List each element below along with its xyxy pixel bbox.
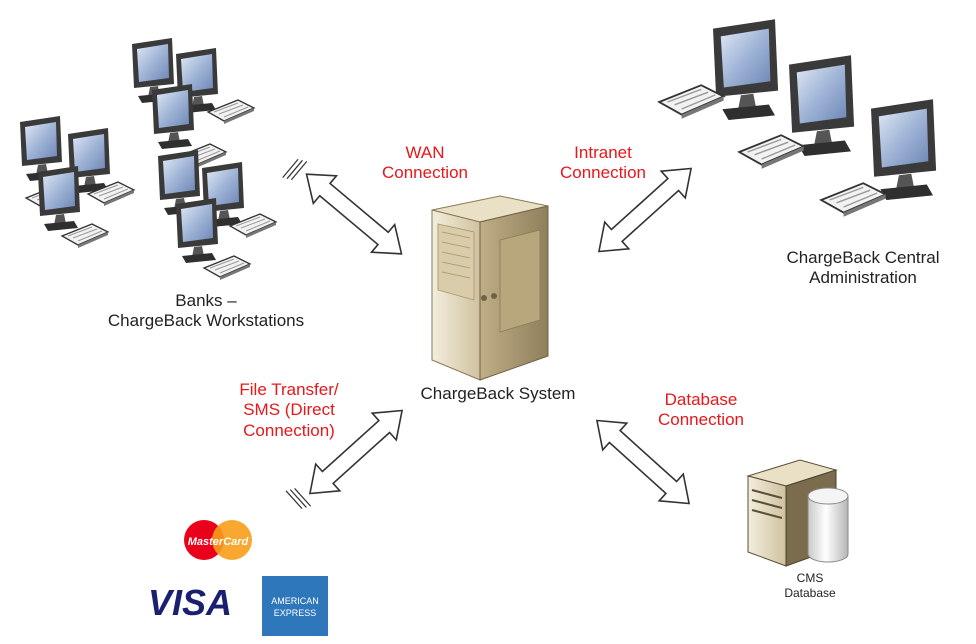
wan-connection-label-line2: Connection <box>381 163 468 183</box>
keyboard-icon <box>207 99 255 125</box>
central-admin-cluster <box>658 19 937 218</box>
file-transfer-label-line2: SMS (Direct <box>243 400 335 420</box>
system-label-text: ChargeBack System <box>420 384 576 403</box>
desktop-computer-icon <box>789 55 855 157</box>
file-transfer-label-line1: File Transfer/ <box>239 380 339 399</box>
file-transfer-double-arrow-icon <box>285 396 415 510</box>
database-cylinder-icon <box>807 487 849 563</box>
wan-connection-label-line1: WAN <box>405 143 445 162</box>
workstations-cluster <box>20 38 277 281</box>
workstations-label-line2: ChargeBack Workstations <box>107 311 305 331</box>
visa-wordmark: VISA <box>148 582 232 623</box>
cms-database-label-line2: Database <box>784 586 836 600</box>
central-admin-label-line2: Administration <box>809 268 917 288</box>
desktop-computer-icon <box>152 84 194 149</box>
file-transfer-connection-label: File Transfer/ SMS (Direct Connection) <box>214 380 364 441</box>
system-label: ChargeBack System <box>378 384 618 404</box>
visa-logo: VISA <box>148 582 232 623</box>
desktop-computer-icon <box>176 198 218 263</box>
intranet-connection-label-line1: Intranet <box>574 143 632 162</box>
keyboard-icon <box>658 84 725 120</box>
workstations-label: Banks – ChargeBack Workstations <box>66 291 346 332</box>
keyboard-icon <box>820 182 887 218</box>
central-admin-label: ChargeBack Central Administration <box>750 248 976 289</box>
mastercard-wordmark: MasterCard <box>188 536 249 548</box>
amex-box <box>262 576 328 636</box>
amex-wordmark-line2: EXPRESS <box>274 608 317 618</box>
cms-database-label-line1: CMS <box>796 571 824 585</box>
wan-double-arrow-icon <box>282 158 414 269</box>
desktop-computer-icon <box>38 166 80 231</box>
amex-wordmark-line1: AMERICAN <box>271 596 319 606</box>
mastercard-orange-circle <box>212 520 252 560</box>
database-connection-label-line1: Database <box>664 390 738 409</box>
desktop-computer-icon <box>713 19 779 121</box>
file-transfer-label-line3: Connection) <box>243 420 335 440</box>
central-admin-label-line1: ChargeBack Central <box>786 248 940 267</box>
workstations-label-line1: Banks – <box>175 291 237 310</box>
server-tower-icon <box>431 195 549 381</box>
wan-connection-label: WAN Connection <box>360 143 490 184</box>
keyboard-icon <box>738 134 805 170</box>
cms-database-label: CMS Database <box>770 571 850 601</box>
mastercard-logo: MasterCard <box>184 520 252 560</box>
amex-logo: AMERICAN EXPRESS <box>262 576 328 636</box>
intranet-connection-label: Intranet Connection <box>538 143 668 184</box>
mastercard-red-circle <box>184 520 224 560</box>
desktop-computer-icon <box>871 99 937 201</box>
intranet-connection-label-line2: Connection <box>559 163 646 183</box>
database-connection-label-line2: Connection <box>657 410 744 430</box>
database-connection-label: Database Connection <box>636 390 766 431</box>
